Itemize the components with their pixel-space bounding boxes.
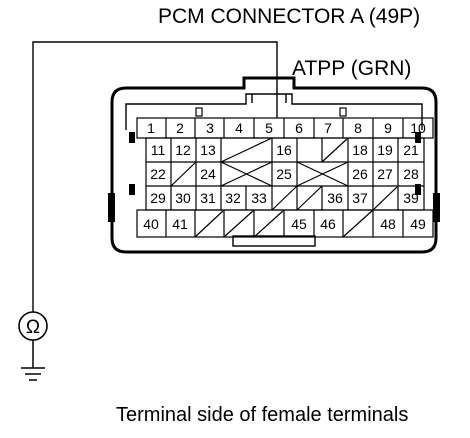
terminal-label: 24 [200,166,216,182]
terminal-label: 49 [410,216,426,232]
ohm-symbol: Ω [26,317,40,338]
terminal-label: 7 [324,120,332,136]
terminal-label: 26 [352,166,368,182]
terminal-label: 16 [276,142,292,158]
terminal-label: 33 [251,190,267,206]
ohmmeter-icon: Ω [18,311,48,341]
terminal-label: 29 [150,190,166,206]
terminal-label: 21 [403,142,419,158]
terminal-numbers: 1 2 3 4 5 6 7 8 9 10 11 12 13 16 18 19 2… [143,120,426,232]
terminal-label: 37 [352,190,368,206]
terminal-label: 22 [150,166,166,182]
terminal-label: 10 [410,120,426,136]
terminal-label: 1 [147,120,155,136]
terminal-label: 36 [327,190,343,206]
terminal-grid [136,117,434,238]
terminal-label: 45 [291,216,307,232]
terminal-label: 4 [235,120,243,136]
terminal-label: 28 [403,166,419,182]
terminal-label: 19 [377,142,393,158]
ground-icon [21,340,45,381]
terminal-label: 2 [176,120,184,136]
connector-title: PCM CONNECTOR A (49P) [158,5,421,28]
terminal-label: 27 [377,166,393,182]
terminal-label: 8 [354,120,362,136]
connector-inner-outline [125,93,423,247]
terminal-label: 46 [320,216,336,232]
wire-label: ATPP (GRN) [292,57,412,80]
terminal-label: 12 [175,142,191,158]
terminal-label: 32 [225,190,241,206]
terminal-label: 5 [265,120,273,136]
terminal-label: 25 [276,166,292,182]
terminal-label: 31 [200,190,216,206]
terminal-label: 13 [200,142,216,158]
terminal-label: 40 [143,216,159,232]
terminal-label: 41 [172,216,188,232]
terminal-label: 39 [403,190,419,206]
empty-cavities [170,137,399,238]
terminal-label: 30 [175,190,191,206]
terminal-label: 6 [295,120,303,136]
terminal-label: 3 [206,120,214,136]
terminal-label: 9 [384,120,392,136]
caption: Terminal side of female terminals [116,404,409,426]
probe-wire [32,41,278,313]
connector-housing [110,76,438,254]
terminal-label: 18 [352,142,368,158]
terminal-label: 11 [151,142,166,158]
terminal-label: 48 [380,216,396,232]
